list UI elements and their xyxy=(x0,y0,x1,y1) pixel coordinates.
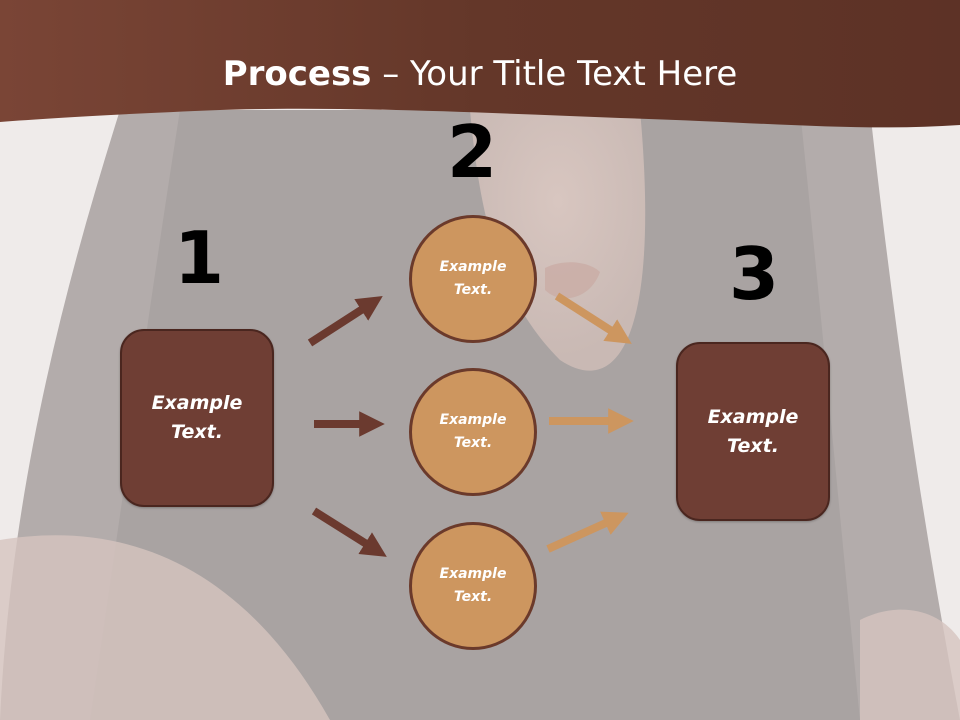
arrow-top-to-right xyxy=(554,292,632,344)
process-box-right-label: Example Text. xyxy=(707,405,799,457)
slide-title: Process – Your Title Text Here xyxy=(0,50,960,98)
process-circle-middle: Example Text. xyxy=(409,368,537,496)
arrow-bottom-to-right xyxy=(546,511,629,553)
process-circle-top: Example Text. xyxy=(409,215,537,343)
arrow-left-to-top xyxy=(307,296,383,347)
process-circle-middle-label: Example Text. xyxy=(439,412,507,451)
arrow-left-to-bottom xyxy=(311,507,387,557)
step-number-1: 1 xyxy=(173,216,225,300)
step-number-3: 3 xyxy=(728,232,780,316)
title-banner xyxy=(0,0,960,128)
process-box-left-label: Example Text. xyxy=(151,392,243,443)
process-circle-top-label: Example Text. xyxy=(439,259,507,298)
title-rest: – Your Title Text Here xyxy=(371,54,738,94)
step-number-2: 2 xyxy=(446,110,498,194)
process-circle-bottom-label: Example Text. xyxy=(439,566,507,605)
process-box-right: Example Text. xyxy=(676,342,830,521)
title-bold: Process xyxy=(222,54,372,94)
process-box-left: Example Text. xyxy=(120,329,274,507)
process-circle-bottom: Example Text. xyxy=(409,522,537,650)
